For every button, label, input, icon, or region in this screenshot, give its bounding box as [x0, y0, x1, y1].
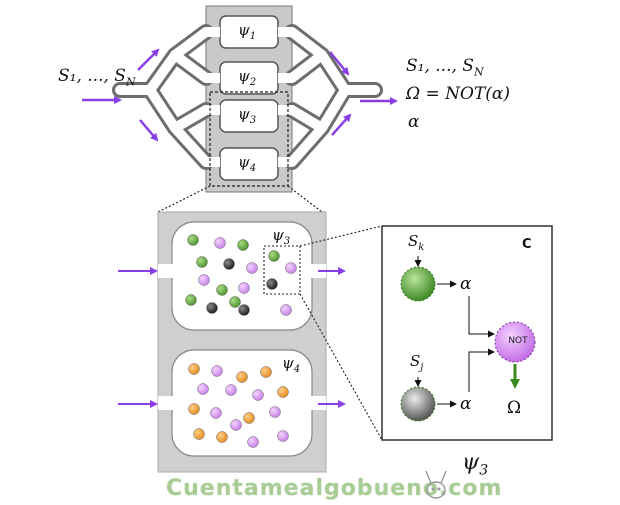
zoom-connectors: [157, 185, 323, 213]
particles-psi3: [185, 234, 297, 316]
outputs-label: S₁, ..., SN: [406, 56, 484, 79]
caption-psi3: ψ3: [462, 450, 489, 479]
microfluidic-network: [82, 5, 398, 213]
particles-psi4: [188, 363, 289, 448]
alpha-label: α: [408, 112, 420, 132]
omega-output-label: Ω: [507, 398, 522, 418]
omega-equation: Ω = NOT(α): [406, 84, 511, 104]
alpha-top-label: α: [460, 274, 472, 294]
alpha-bottom-wire: [468, 348, 495, 392]
alpha-top-wire: [468, 296, 495, 338]
chamber-psi2: [206, 61, 292, 95]
sj-label: Sj: [410, 352, 424, 373]
watermark-mascot-icon: [425, 470, 447, 499]
chamber-label-psi2: ψ2: [238, 67, 257, 88]
alpha-bottom-label: α: [460, 394, 472, 414]
chamber-label-psi4: ψ4: [238, 153, 257, 174]
flow-arrows-zoom: [118, 267, 346, 408]
zoom-label-psi4: ψ4: [282, 354, 301, 375]
sk-particle: [400, 266, 436, 302]
not-gate-label: NOT: [508, 336, 528, 346]
sj-particle: [400, 386, 436, 422]
selection-box: [209, 91, 289, 187]
zoom-label-psi3: ψ3: [272, 226, 291, 247]
subregion-box: [263, 245, 301, 295]
chamber-psi1: [206, 15, 292, 49]
panel-letter: C: [522, 237, 532, 252]
chamber-psi4: [206, 147, 292, 181]
chamber-psi3: [206, 99, 292, 133]
chamber-label-psi1: ψ1: [238, 21, 257, 42]
inputs-label: S₁, ..., SN: [58, 66, 136, 89]
chamber-label-psi3: ψ3: [238, 105, 257, 126]
sk-label: Sk: [408, 232, 425, 253]
not-gate: [494, 321, 536, 363]
zoomed-chambers: [118, 211, 383, 473]
circuit-panel: [381, 225, 553, 441]
flow-arrows-top: [82, 48, 398, 142]
